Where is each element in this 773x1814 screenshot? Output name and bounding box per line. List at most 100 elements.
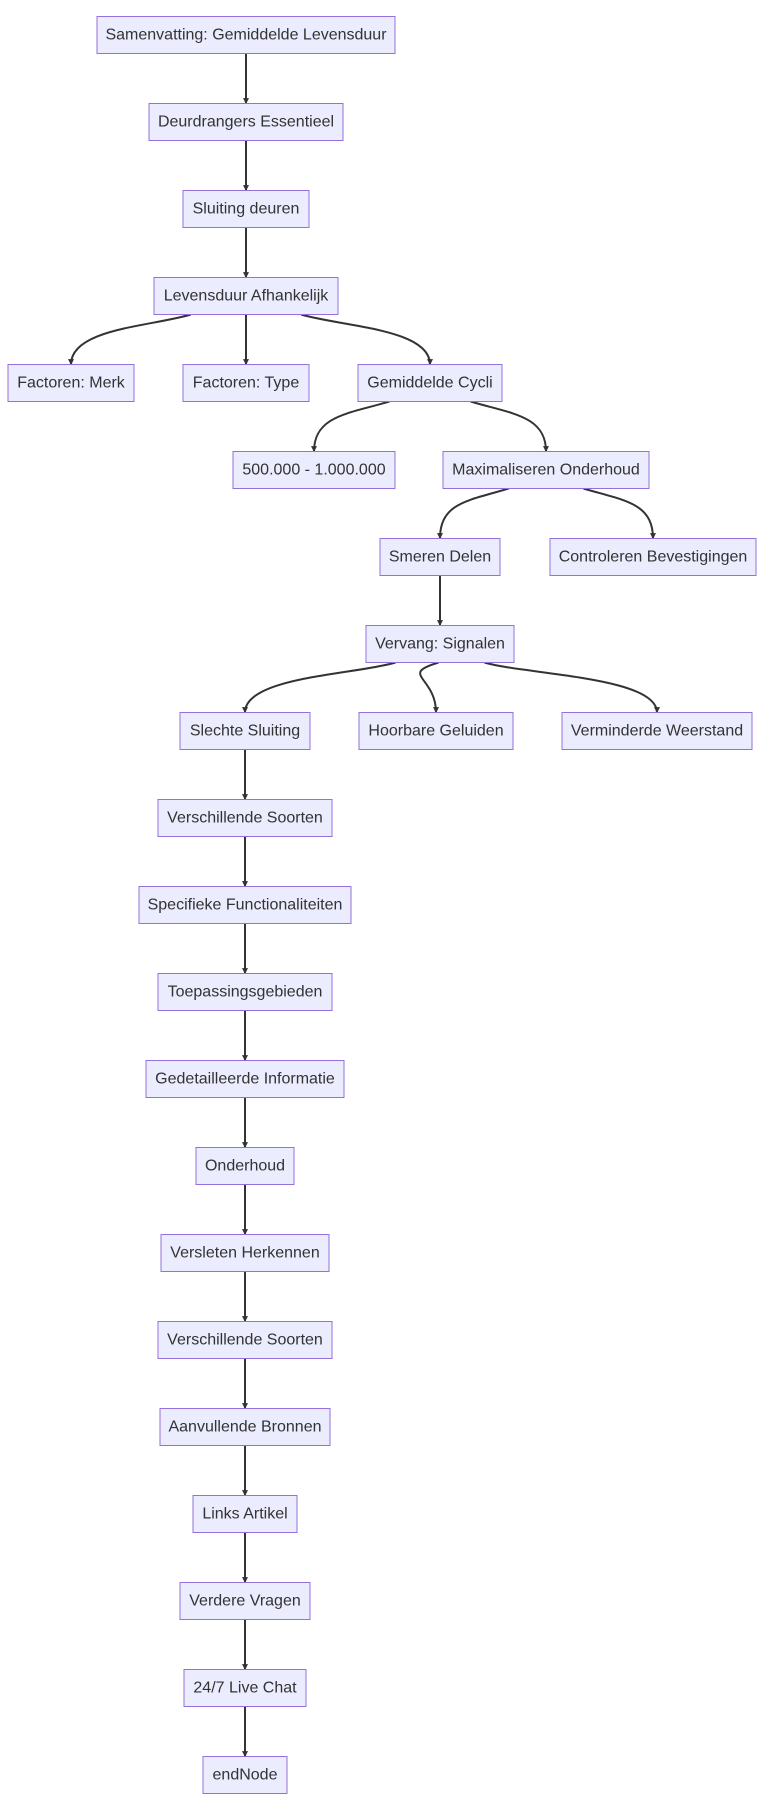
edge-onderhoud_max-to-bevestigingen [583, 487, 656, 540]
edges-layer [68, 53, 660, 1758]
node-label: endNode [213, 1767, 278, 1784]
node-box [179, 1582, 311, 1620]
edge-levensduur-to-merk [68, 313, 192, 366]
node-type: Factoren: Type [182, 364, 310, 402]
node-label: Factoren: Type [193, 375, 300, 392]
node-label: Verdere Vragen [189, 1593, 300, 1610]
node-vervang: Vervang: Signalen [365, 625, 515, 663]
node-label: Maximaliseren Onderhoud [452, 462, 640, 479]
node-box [160, 1234, 330, 1272]
node-box [157, 799, 333, 837]
node-label: Deurdrangers Essentieel [158, 114, 334, 131]
node-label: Hoorbare Geluiden [368, 723, 503, 740]
node-label: Specifieke Functionaliteiten [148, 897, 343, 914]
node-box [145, 1060, 345, 1098]
node-label: Links Artikel [202, 1506, 287, 1523]
node-label: Sluiting deuren [193, 201, 300, 218]
edge-arrow [68, 313, 192, 366]
node-smeren: Smeren Delen [379, 538, 501, 576]
edge-arrow [300, 313, 433, 366]
node-label: Vervang: Signalen [375, 636, 505, 653]
edge-vervang-to-slechte [242, 661, 396, 714]
node-functionaliteiten: Specifieke Functionaliteiten [138, 886, 352, 924]
node-sluiting: Sluiting deuren [182, 190, 310, 228]
node-label: Slechte Sluiting [190, 723, 300, 740]
node-box [179, 712, 311, 750]
node-samenvatting: Samenvatting: Gemiddelde Levensduur [96, 16, 396, 54]
node-box [157, 973, 333, 1011]
node-hoorbare: Hoorbare Geluiden [358, 712, 514, 750]
node-label: Smeren Delen [389, 549, 491, 566]
node-label: Samenvatting: Gemiddelde Levensduur [105, 27, 387, 44]
node-chat: 24/7 Live Chat [183, 1669, 307, 1707]
node-levensduur: Levensduur Afhankelijk [153, 277, 339, 315]
node-versleten: Versleten Herkennen [160, 1234, 330, 1272]
node-gedetailleerd: Gedetailleerde Informatie [145, 1060, 345, 1098]
node-weerstand: Verminderde Weerstand [561, 712, 753, 750]
edge-arrow [583, 487, 656, 540]
edge-vervang-to-weerstand [484, 661, 660, 714]
node-end: endNode [202, 1756, 288, 1794]
node-label: Verminderde Weerstand [571, 723, 743, 740]
node-label: Verschillende Soorten [167, 810, 323, 827]
edge-cycli-to-onderhoud_max [470, 400, 549, 453]
node-onderhoud: Onderhoud [195, 1147, 295, 1185]
node-box [365, 625, 515, 663]
edge-vervang-to-hoorbare [419, 661, 439, 714]
edge-arrow [242, 661, 396, 714]
node-label: Aanvullende Bronnen [168, 1419, 321, 1436]
node-box [182, 364, 310, 402]
node-box [379, 538, 501, 576]
node-label: Factoren: Merk [17, 375, 126, 392]
edge-arrow [470, 400, 549, 453]
node-box [183, 1669, 307, 1707]
node-cycli: Gemiddelde Cycli [357, 364, 503, 402]
node-label: Onderhoud [205, 1158, 285, 1175]
edge-levensduur-to-cycli [300, 313, 433, 366]
edge-arrow [484, 661, 660, 714]
node-label: Gemiddelde Cycli [367, 375, 492, 392]
node-slechte: Slechte Sluiting [179, 712, 311, 750]
node-box [182, 190, 310, 228]
nodes-layer: Samenvatting: Gemiddelde LevensduurDeurd… [7, 16, 757, 1794]
node-box [195, 1147, 295, 1185]
node-bronnen: Aanvullende Bronnen [159, 1408, 331, 1446]
node-label: Levensduur Afhankelijk [164, 288, 330, 305]
node-box [96, 16, 396, 54]
node-label: Verschillende Soorten [167, 1332, 323, 1349]
node-box [442, 451, 650, 489]
node-box [202, 1756, 288, 1794]
node-label: Controleren Bevestigingen [559, 549, 748, 566]
edge-arrow [419, 661, 439, 714]
node-box [549, 538, 757, 576]
node-box [561, 712, 753, 750]
node-vragen: Verdere Vragen [179, 1582, 311, 1620]
node-deurdrangers: Deurdrangers Essentieel [148, 103, 344, 141]
node-onderhoud_max: Maximaliseren Onderhoud [442, 451, 650, 489]
node-label: Gedetailleerde Informatie [155, 1071, 335, 1088]
node-box [357, 364, 503, 402]
node-range: 500.000 - 1.000.000 [232, 451, 396, 489]
node-toepassing: Toepassingsgebieden [157, 973, 333, 1011]
node-box [148, 103, 344, 141]
node-box [358, 712, 514, 750]
node-label: Toepassingsgebieden [168, 984, 323, 1001]
node-box [157, 1321, 333, 1359]
edge-arrow [437, 487, 510, 540]
node-label: 24/7 Live Chat [193, 1680, 297, 1697]
edge-onderhoud_max-to-smeren [437, 487, 510, 540]
edge-cycli-to-range [311, 400, 390, 453]
node-links: Links Artikel [192, 1495, 298, 1533]
node-label: 500.000 - 1.000.000 [242, 462, 385, 479]
node-box [232, 451, 396, 489]
node-merk: Factoren: Merk [7, 364, 135, 402]
node-soorten2: Verschillende Soorten [157, 1321, 333, 1359]
node-box [7, 364, 135, 402]
node-label: Versleten Herkennen [170, 1245, 319, 1262]
node-box [138, 886, 352, 924]
node-soorten1: Verschillende Soorten [157, 799, 333, 837]
node-box [192, 1495, 298, 1533]
node-box [153, 277, 339, 315]
edge-arrow [311, 400, 390, 453]
